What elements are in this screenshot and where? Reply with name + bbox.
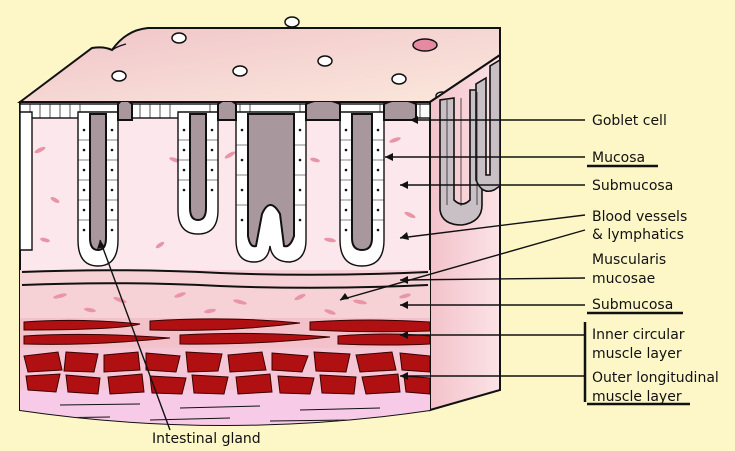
label-goblet-cell: Goblet cell (592, 113, 667, 129)
label-outer-longitudinal-line1: Outer longitudinal (592, 370, 719, 386)
label-muscularis-line2: mucosae (592, 271, 655, 287)
label-muscularis-line1: Muscularis (592, 252, 666, 268)
label-inner-circular-line1: Inner circular (592, 327, 685, 343)
label-outer-longitudinal-line2: muscle layer (592, 389, 682, 405)
label-inner-circular-line2: muscle layer (592, 346, 682, 362)
label-blood-vessels-line1: Blood vessels (592, 209, 687, 225)
label-submucosa-upper: Submucosa (592, 178, 673, 194)
label-submucosa-lower: Submucosa (592, 297, 673, 313)
label-mucosa: Mucosa (592, 150, 645, 166)
label-blood-vessels-line2: & lymphatics (592, 227, 684, 243)
label-intestinal-gland: Intestinal gland (152, 431, 261, 447)
